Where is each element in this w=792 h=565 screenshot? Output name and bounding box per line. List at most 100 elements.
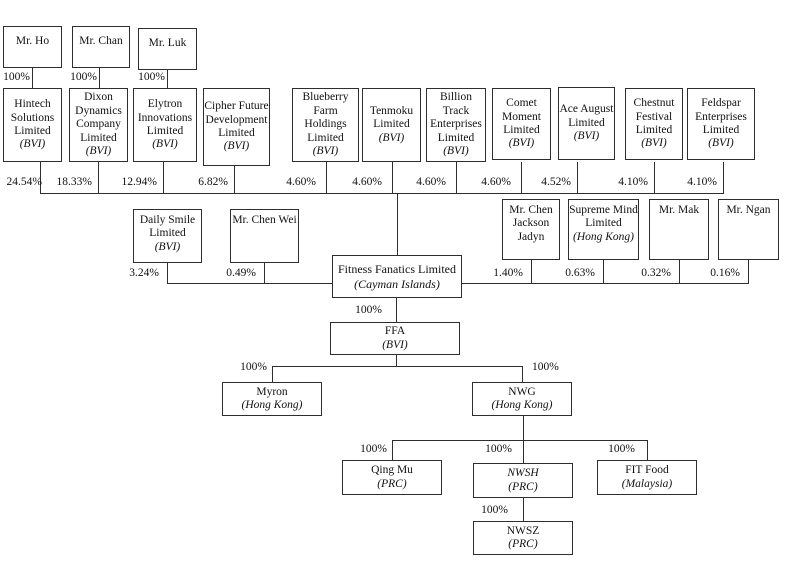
node-mr-chen-jackson-jadyn: Mr. Chen Jackson Jadyn [502,199,560,260]
ownership-label: 12.94% [121,176,157,188]
company-name: Feldspar Enterprises Limited [695,97,747,136]
ownership-label: 100% [138,71,165,83]
node-elytron-innovations: Elytron Innovations Limited (BVI) [133,88,197,162]
connector-company-ffa [396,298,397,322]
ownership-label: 100% [485,443,512,455]
node-mr-ngan: Mr. Ngan [718,199,779,260]
jurisdiction-label: (BVI) [85,145,112,158]
node-feldspar-enterprises: Feldspar Enterprises Limited (BVI) [687,88,755,160]
jurisdiction-label: (BVI) [223,140,250,153]
node-mr-chen-wei: Mr. Chen Wei [230,209,299,263]
jurisdiction-label: (Hong Kong) [491,399,553,411]
jurisdiction-label: (BVI) [154,240,181,253]
ownership-label: 0.63% [565,267,595,279]
connector-cipher [234,162,235,193]
nwg-split-bus [392,440,648,441]
ownership-label: 4.60% [416,176,446,188]
company-name: Billion Track Enterprises Limited [430,91,482,144]
ownership-label: 6.82% [198,176,228,188]
connector-supreme-mind [603,260,604,283]
ownership-label: 100% [608,443,635,455]
ownership-label: 100% [355,304,382,316]
ownership-label: 4.10% [618,176,648,188]
ownership-label: 4.10% [687,176,717,188]
jurisdiction-label: (Hong Kong) [241,399,303,411]
node-fitness-fanatics: Fitness Fanatics Limited (Cayman Islands… [332,255,462,298]
connector-hintech [40,162,41,193]
node-mr-ho: Mr. Ho [3,26,62,68]
person-name: Mr. Ho [15,35,50,47]
company-name: Daily Smile Limited [139,214,196,240]
company-name: FFA [384,325,406,338]
jurisdiction-label: (Hong Kong) [572,230,634,243]
connector-chen-wei [264,263,265,283]
node-billion-track: Billion Track Enterprises Limited (BVI) [426,88,486,162]
connector-qing-mu [392,440,393,460]
company-name: NWG [508,385,536,398]
person-name: Mr. Chan [79,35,123,47]
ownership-label: 100% [360,443,387,455]
ffa-split-bus [272,366,523,367]
connector-mr-chan [99,68,100,88]
jurisdiction-label: (BVI) [641,137,667,150]
jurisdiction-label: (BVI) [708,137,734,150]
ownership-label: 0.49% [226,267,256,279]
company-name: Dixon Dynamics Company Limited [75,91,122,144]
jurisdiction-label: (BVI) [378,131,405,144]
connector-fit-food [647,440,648,460]
ownership-label: 0.32% [641,267,671,279]
connector-myron [272,366,273,382]
node-nwsz: NWSZ (PRC) [473,521,573,555]
node-supreme-mind: Supreme Mind Limited (Hong Kong) [568,199,639,260]
ownership-label: 100% [240,361,267,373]
node-chestnut-festival: Chestnut Festival Limited (BVI) [625,88,683,160]
connector-billion [456,162,457,193]
left-bus-line [167,283,332,284]
company-name: Comet Moment Limited [502,97,541,136]
connector-chestnut [654,162,655,193]
ownership-label: 18.33% [56,176,92,188]
node-fit-food: FIT Food (Malaysia) [597,460,697,495]
node-myron: Myron (Hong Kong) [222,382,322,416]
right-bus-line [462,283,749,284]
jurisdiction-label: (BVI) [19,138,46,151]
jurisdiction-label: (Cayman Islands) [354,276,440,291]
node-dixon-dynamics: Dixon Dynamics Company Limited (BVI) [69,88,128,162]
company-name: Elytron Innovations Limited [137,98,193,137]
connector-tenmoku [392,162,393,193]
connector-blueberry [326,162,327,193]
company-name: NWSH [507,467,539,480]
jurisdiction-label: (BVI) [382,338,408,351]
jurisdiction-label: (PRC) [377,477,407,490]
company-name: Qing Mu [371,464,413,477]
connector-mr-mak [679,260,680,283]
ownership-label: 24.54% [6,176,42,188]
ownership-label: 4.52% [541,176,571,188]
person-name: Mr. Chen Jackson Jadyn [509,204,553,243]
jurisdiction-label: (BVI) [312,145,339,158]
node-ffa: FFA (BVI) [330,322,460,355]
jurisdiction-label: (PRC) [508,538,538,550]
company-name: Tenmoku Limited [369,104,414,131]
node-mr-chan: Mr. Chan [72,26,130,68]
connector-daily-smile [167,263,168,283]
node-daily-smile: Daily Smile Limited (BVI) [133,209,202,263]
company-name: Chestnut Festival Limited [633,97,675,136]
company-name: NWSZ [506,524,540,537]
ownership-label: 4.60% [286,176,316,188]
company-name: Hintech Solutions Limited [10,98,55,137]
person-name: Mr. Chen Wei [232,214,297,226]
connector-feldspar [723,162,724,193]
connector-nwg-split [523,416,524,463]
node-hintech-solutions: Hintech Solutions Limited (BVI) [3,88,62,162]
company-name: FIT Food [625,464,669,477]
jurisdiction-label: (BVI) [443,145,469,158]
connector-mr-luk [167,70,168,88]
node-cipher-future: Cipher Future Development Limited (BVI) [203,88,270,166]
company-name: Cipher Future Development Limited [204,100,269,139]
jurisdiction-label: (BVI) [152,138,178,151]
connector-comet [521,162,522,193]
node-qing-mu: Qing Mu (PRC) [342,460,442,495]
company-name: Fitness Fanatics Limited [338,262,456,277]
